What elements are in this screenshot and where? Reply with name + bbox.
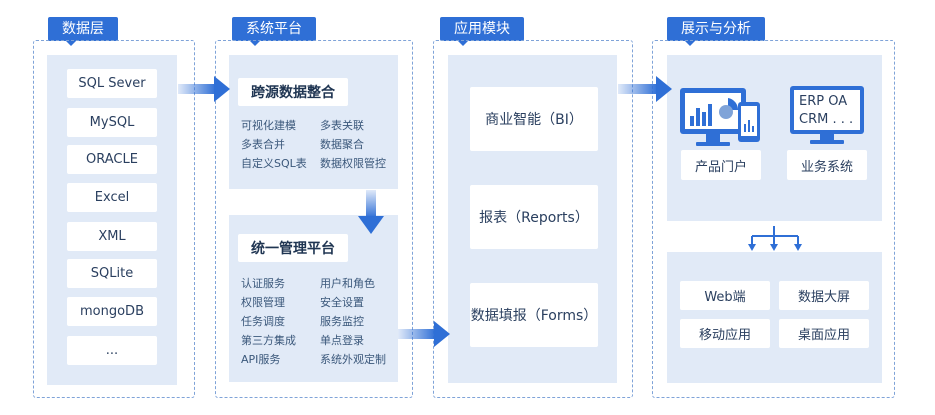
management-title: 统一管理平台 [238, 234, 348, 262]
data-source-xml: XML [67, 222, 157, 251]
management-item: API服务 [241, 353, 281, 366]
management-item: 单点登录 [320, 334, 364, 347]
arrow-data-to-integration [178, 76, 230, 102]
management-item: 第三方集成 [241, 334, 296, 347]
management-item: 用户和角色 [320, 277, 375, 290]
display-bottom-panel [667, 252, 882, 383]
integration-item: 可视化建模 [241, 119, 296, 132]
data-source-sqlserver: SQL Sever [67, 69, 157, 98]
integration-title: 跨源数据整合 [238, 78, 348, 106]
integration-item: 多表关联 [320, 119, 364, 132]
data-source-sqlite: SQLite [67, 259, 157, 288]
business-system-monitor-icon [790, 86, 864, 144]
display-frame [652, 40, 895, 398]
management-item: 权限管理 [241, 296, 285, 309]
management-item: 安全设置 [320, 296, 364, 309]
integration-item: 数据权限管控 [320, 157, 386, 170]
module-forms: 数据填报（Forms） [470, 283, 598, 347]
module-reports: 报表（Reports） [470, 185, 598, 249]
system-platform-frame [215, 40, 413, 398]
arrow-modules-to-display [618, 76, 672, 102]
target-web: Web端 [680, 281, 770, 310]
integration-item: 自定义SQL表 [241, 157, 307, 170]
app-modules-tag: 应用模块 [440, 17, 524, 46]
data-layer-tag: 数据层 [48, 17, 118, 46]
management-item: 系统外观定制 [320, 353, 386, 366]
management-item: 任务调度 [241, 315, 285, 328]
display-top-panel [667, 55, 882, 221]
arrow-integration-to-management [358, 190, 384, 234]
data-source-mysql: MySQL [67, 108, 157, 137]
system-platform-tag: 系统平台 [232, 17, 316, 46]
business-screen-line: CRM . . . [799, 112, 854, 127]
data-source-excel: Excel [67, 183, 157, 212]
portal-devices-icon [680, 88, 760, 146]
management-item: 认证服务 [241, 277, 285, 290]
display-analysis-tag: 展示与分析 [667, 17, 765, 46]
target-mobile: 移动应用 [680, 319, 770, 348]
arrow-platform-to-modules [398, 321, 450, 347]
integration-item: 多表合并 [241, 138, 285, 151]
business-system-label: 业务系统 [787, 150, 867, 180]
data-source-mongodb: mongoDB [67, 297, 157, 326]
data-source-more: ... [67, 336, 157, 365]
data-layer-frame [33, 40, 195, 398]
management-item: 服务监控 [320, 315, 364, 328]
target-big-screen: 数据大屏 [779, 281, 869, 310]
module-bi: 商业智能（BI） [470, 87, 598, 151]
app-modules-frame [433, 40, 633, 398]
target-desktop: 桌面应用 [779, 319, 869, 348]
integration-panel [229, 55, 398, 189]
data-source-oracle: ORACLE [67, 145, 157, 174]
distribution-arrows [751, 226, 799, 246]
product-portal-label: 产品门户 [681, 150, 761, 180]
business-screen-line: ERP OA [799, 94, 848, 109]
integration-item: 数据聚合 [320, 138, 364, 151]
